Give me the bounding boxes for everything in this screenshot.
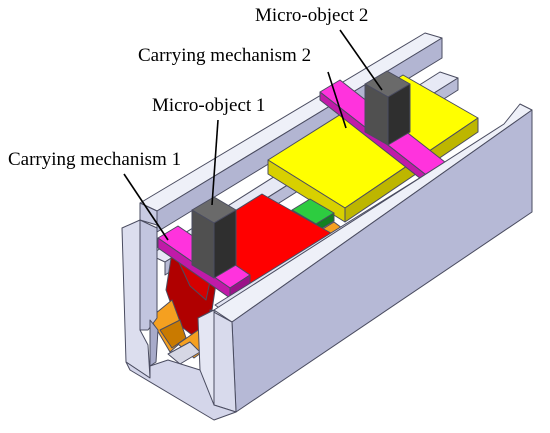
micro-object-1-side xyxy=(213,209,237,279)
end-frame-right-post xyxy=(197,309,215,406)
leader-micro-object-2 xyxy=(339,29,383,91)
end-frame-left-post-face xyxy=(139,219,158,331)
label-carrying-mechanism-2: Carrying mechanism 2 xyxy=(138,45,312,66)
label-micro-object-1: Micro-object 1 xyxy=(152,95,266,116)
micro-object-2-side xyxy=(387,83,411,146)
label-micro-object-2: Micro-object 2 xyxy=(255,5,369,26)
label-carrying-mechanism-1: Carrying mechanism 1 xyxy=(8,149,182,170)
end-frame-groove-wall xyxy=(149,319,159,367)
leader-carrying-mechanism-2 xyxy=(327,71,347,129)
leader-carrying-mechanism-1 xyxy=(123,173,169,241)
leader-micro-object-1 xyxy=(211,119,219,206)
